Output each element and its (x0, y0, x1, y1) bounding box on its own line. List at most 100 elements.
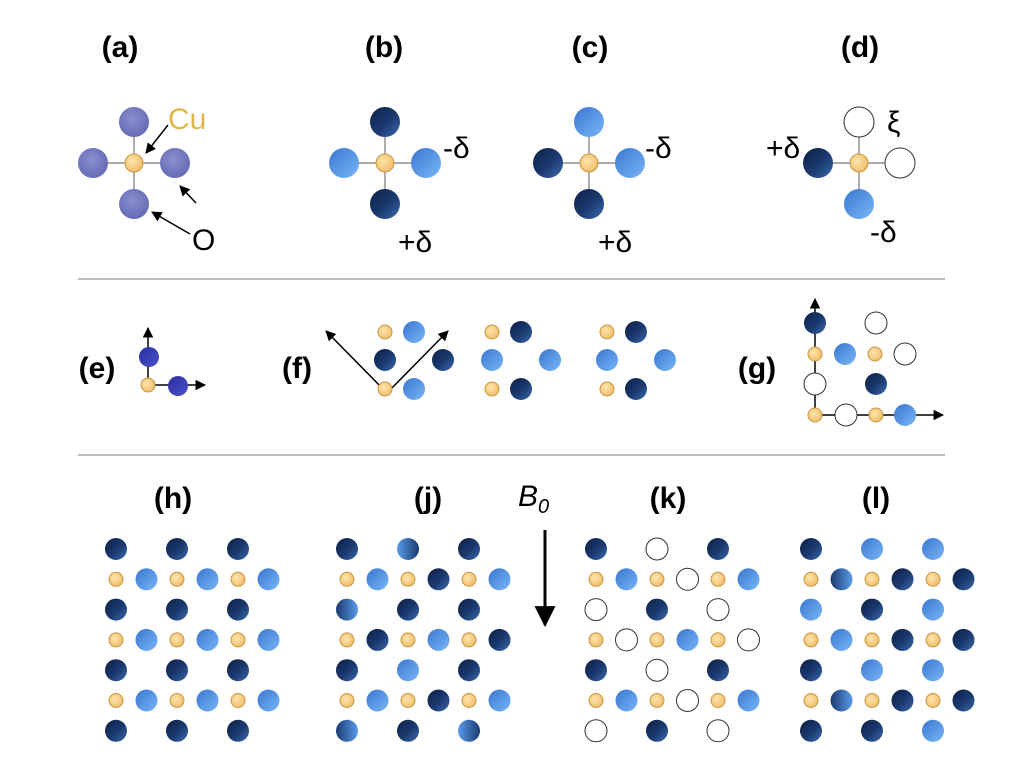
charge-label-c-plus: +δ (598, 226, 632, 259)
copper-atom (925, 632, 941, 648)
oxygen-atom-mixed (336, 719, 358, 742)
oxygen-atom-dark (510, 321, 532, 343)
oxygen-atom-empty (803, 372, 827, 396)
oxygen-atom-light (397, 659, 419, 682)
oxygen-atom-dark (105, 719, 127, 742)
copper-atom (230, 571, 246, 587)
panel-label-b: (b) (365, 31, 403, 64)
atoms-layer (78, 106, 975, 743)
oxygen-atom-dark (585, 538, 607, 560)
copper-atom (649, 571, 665, 587)
oxygen-atom-light (488, 568, 511, 591)
panel-label-f: (f) (282, 352, 312, 385)
panel-label-d: (d) (841, 31, 879, 64)
oxygen-atom-dark (625, 378, 647, 400)
copper-atom (339, 632, 355, 648)
oxygen-atom-dark (625, 321, 647, 343)
oxygen-atom-dark (227, 538, 249, 560)
oxygen-atom-dark (105, 538, 127, 560)
oxygen-atom-dark (166, 659, 188, 682)
oxygen-atom-dark (891, 689, 914, 712)
copper-atom (803, 571, 819, 587)
charge-label-d-plus: +δ (766, 132, 800, 165)
copper-atom (599, 381, 615, 397)
oxygen-atom-empty (706, 598, 730, 622)
oxygen-atom-light (196, 568, 219, 591)
copper-atom (339, 693, 355, 708)
oxygen-atom-dark (574, 189, 604, 219)
copper-atom (400, 693, 416, 708)
xi-label: ξ (887, 106, 900, 139)
oxygen-atom-light (403, 378, 425, 400)
oxygen-atom-light (539, 349, 561, 371)
o-pointer-arrow-1 (179, 185, 197, 204)
copper-atom (377, 324, 393, 340)
oxygen-atom-dark (166, 719, 188, 742)
oxygen-atom-dark (861, 719, 883, 742)
oxygen-atom-dark (336, 659, 358, 682)
field-label: B0 (518, 480, 549, 518)
copper-atom (169, 693, 185, 708)
oxygen-atom-dark (105, 659, 127, 682)
oxygen-atom-light (861, 659, 883, 682)
copper-atom (579, 153, 599, 173)
oxygen-atom (160, 148, 190, 178)
oxygen-atom-empty (843, 106, 875, 138)
oxygen-atom-light (615, 689, 638, 712)
oxygen-atom (139, 347, 159, 367)
copper-atom (864, 693, 880, 708)
copper-atom (375, 153, 395, 173)
copper-atom (108, 571, 124, 587)
oxygen-atom-light (922, 659, 944, 682)
copper-atom (169, 632, 185, 648)
oxygen-atom (119, 189, 149, 219)
copper-atom (649, 632, 665, 648)
oxygen-atom-dark (227, 659, 249, 682)
oxygen-atom-dark (397, 598, 419, 621)
copper-atom (807, 346, 823, 362)
oxygen-atom-empty (893, 342, 917, 366)
oxygen-atom-light (844, 189, 874, 219)
oxygen-atom-dark (370, 107, 400, 137)
oxygen-label: O (192, 224, 215, 257)
copper-atom (588, 693, 604, 708)
copper-atom (230, 632, 246, 648)
oxygen-atom-empty (706, 719, 730, 743)
oxygen-atom (168, 376, 188, 396)
oxygen-atom-light (488, 689, 511, 712)
oxygen-atom-dark (427, 689, 450, 712)
copper-atom (400, 632, 416, 648)
field-symbol: B (518, 480, 538, 513)
oxygen-atom-light (615, 568, 638, 591)
oxygen-atom-mixed (830, 689, 853, 712)
oxygen-atom-dark (366, 628, 389, 651)
oxygen-atom-dark (800, 719, 822, 742)
copper-atom (925, 571, 941, 587)
oxygen-atom-empty (645, 658, 669, 682)
oxygen-atom-light (481, 349, 503, 371)
oxygen-atom-light (615, 148, 645, 178)
oxygen-atom-empty (615, 628, 638, 652)
oxygen-atom-light (922, 538, 944, 560)
copper-atom (867, 346, 883, 362)
oxygen-atom-dark (707, 659, 729, 682)
oxygen-atom-dark (804, 312, 826, 334)
oxygen-atom-light (135, 628, 158, 651)
copper-label: Cu (168, 103, 206, 136)
copper-atom (108, 632, 124, 648)
oxygen-atom-dark (707, 538, 729, 560)
panel-label-a: (a) (102, 31, 139, 64)
oxygen-atom-dark (891, 628, 914, 651)
charge-label-b-plus: +δ (398, 226, 432, 259)
oxygen-atom-dark (432, 349, 454, 371)
oxygen-atom-light (257, 568, 280, 591)
copper-atom (230, 693, 246, 708)
oxygen-atom-light (861, 538, 883, 560)
copper-atom (849, 153, 869, 173)
oxygen-atom-light (922, 598, 944, 621)
copper-atom (484, 324, 500, 340)
o-pointer-arrow-2 (151, 211, 191, 235)
oxygen-atom-dark (585, 659, 607, 682)
copper-atom (803, 632, 819, 648)
